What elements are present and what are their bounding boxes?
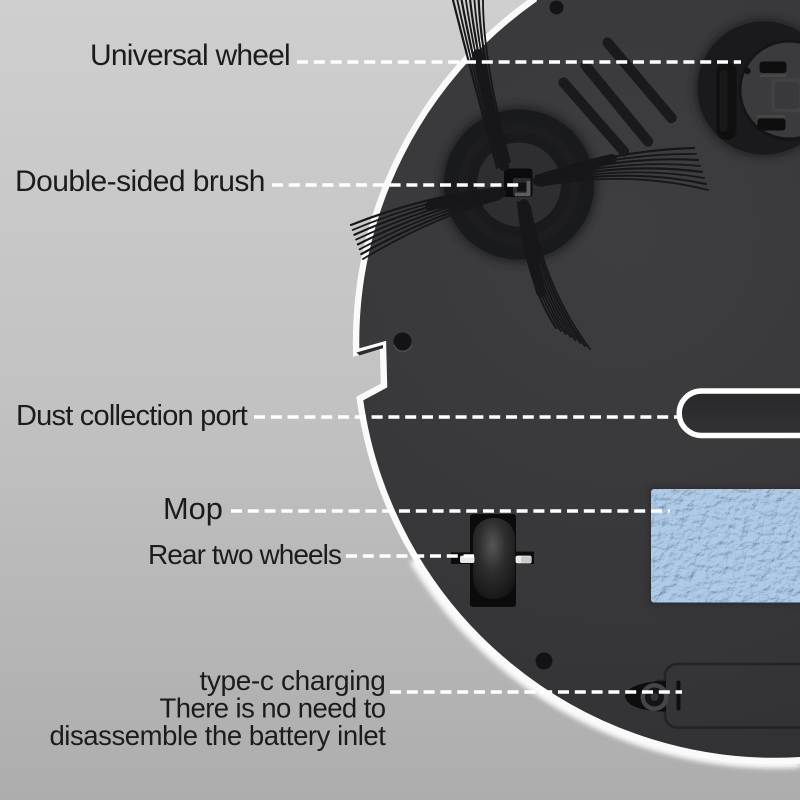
svg-text:type-c charging: type-c charging — [199, 665, 385, 696]
svg-text:Rear two wheels: Rear two wheels — [148, 539, 341, 570]
svg-text:disassemble the battery inlet: disassemble the battery inlet — [49, 720, 386, 751]
svg-text:Universal wheel: Universal wheel — [90, 39, 290, 72]
svg-text:Dust collection port: Dust collection port — [16, 400, 248, 432]
svg-text:Double-sided brush: Double-sided brush — [15, 165, 265, 198]
svg-text:Mop: Mop — [163, 491, 223, 526]
svg-text:There is no need to: There is no need to — [160, 693, 386, 724]
